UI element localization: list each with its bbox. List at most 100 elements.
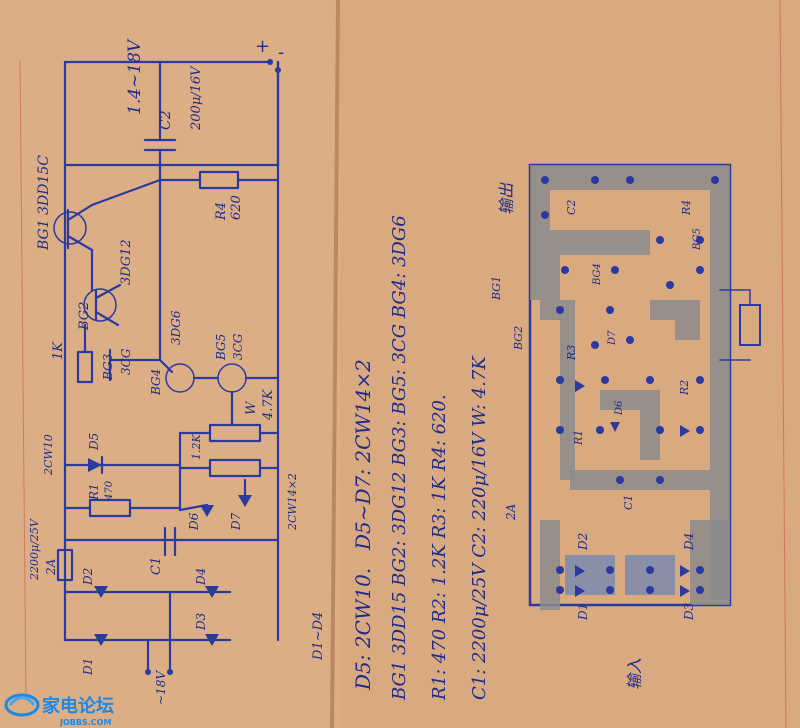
- trace-left: [540, 300, 575, 480]
- note-transistors: BG1 3DD15 BG2: 3DG12 BG3: BG5: 3CG BG4: …: [389, 215, 410, 701]
- r1-label: R1: [87, 483, 101, 501]
- bg2-type: 3DG12: [119, 239, 134, 285]
- r2-value: 1.2K: [190, 434, 203, 460]
- note-capacitors: C1: 2200μ/25V C2: 220μ/16V W: 4.7K: [469, 355, 490, 700]
- d3-diode: [205, 634, 219, 646]
- terminal-plus: [267, 59, 273, 65]
- r4-value: 620: [229, 195, 244, 220]
- terminal-ac-a: [145, 669, 151, 675]
- pcb-r3: R3: [565, 345, 578, 361]
- watermark-swoosh-icon: [8, 696, 36, 706]
- watermark: 家电论坛 JOBBS.COM: [4, 693, 114, 727]
- note-d5: D5: 2CW10.: [351, 568, 375, 691]
- c1-value: 2200μ/25V: [28, 518, 41, 581]
- pcb-diodes: [575, 380, 690, 597]
- pcb-bg5: BG5: [692, 228, 703, 251]
- d6-label: D6: [187, 512, 201, 531]
- bg1-label: BG1 3DD15C: [36, 155, 52, 251]
- d2-label: D2: [81, 568, 95, 586]
- watermark-url: JOBBS.COM: [59, 718, 111, 727]
- bg3-type: 3CG: [119, 348, 133, 375]
- bg2-collector: [94, 283, 122, 300]
- bg5-type: 3CG: [231, 333, 245, 360]
- r3-label: 1K: [51, 341, 66, 360]
- bg1-collector: [66, 203, 94, 222]
- pcb-pads: [541, 176, 719, 594]
- pcb-r4: R4: [680, 200, 693, 216]
- bg4-type: 3DG6: [169, 310, 183, 345]
- d1-label: D1: [81, 658, 95, 676]
- trace-mid: [600, 390, 660, 460]
- plus-sign: +: [255, 36, 270, 57]
- watermark-logo-icon: [4, 693, 40, 717]
- trace-fuse: [540, 520, 560, 610]
- bg2-transistor: [83, 288, 117, 322]
- bg1-emitter: [66, 234, 94, 252]
- wire-bg1-r4: [90, 178, 162, 207]
- bg4-label: BG4: [149, 369, 163, 396]
- pcb-r1: R1: [572, 430, 585, 446]
- d6-diode: [200, 505, 214, 517]
- r1-value: 470: [104, 480, 115, 501]
- pcb-labels: 输出 输入 BG1 BG2 BG4 BG5 R1 R2 R3 R4 C1 C2 …: [490, 182, 703, 690]
- pcb-d7: D7: [607, 330, 618, 346]
- pcb-d4: D4: [682, 533, 696, 551]
- d7-diode: [238, 495, 252, 507]
- w-label: W: [244, 400, 259, 415]
- d3-label: D3: [194, 612, 208, 631]
- d5-label: D5: [87, 433, 101, 451]
- pcb-d3: D3: [682, 602, 696, 621]
- schematic: [53, 59, 281, 675]
- component-notes: D5: 2CW10. D5~D7: 2CW14×2 BG1 3DD15 BG2:…: [351, 215, 490, 701]
- d4-diode: [205, 586, 219, 598]
- fuse-label: 2A: [44, 558, 58, 576]
- d1-diode: [94, 634, 108, 646]
- pcb-c2: C2: [565, 200, 578, 215]
- bg5-label: BG5: [214, 334, 228, 361]
- pcb-r2: R2: [678, 380, 691, 396]
- note-d6-d7: D5~D7: 2CW14×2: [351, 359, 375, 551]
- pcb-bg4: BG4: [592, 263, 603, 286]
- d2-diode: [94, 586, 108, 598]
- pcb-bg2: BG2: [512, 326, 525, 351]
- bg3-label: BG3: [101, 353, 115, 381]
- trace-bus: [570, 470, 710, 490]
- schematic-labels: + - 1.4~18V C2 200μ/16V BG1 3DD15C R4 62…: [28, 36, 326, 705]
- pcb-fuse: 2A: [504, 503, 518, 521]
- bg2-emitter: [94, 310, 120, 327]
- d67-type: 2CW14×2: [286, 473, 299, 531]
- ac-label: ~18V: [154, 670, 168, 705]
- pcb-d1: D1: [576, 603, 590, 621]
- d5-type: 2CW10: [42, 434, 55, 476]
- supply-label: 1.4~18V: [125, 38, 145, 115]
- c2-label: C2: [158, 110, 174, 130]
- pcb-layout: [528, 163, 761, 610]
- c1-label: C1: [149, 557, 164, 575]
- c2-value: 200μ/16V: [189, 65, 204, 131]
- d5-diode: [88, 458, 102, 472]
- page-fold: [330, 0, 340, 728]
- r4-label: R4: [214, 202, 229, 221]
- trace-upper: [530, 230, 650, 300]
- minus-sign: -: [278, 42, 284, 63]
- note-resistors: R1: 470 R2: 1.2K R3: 1K R4: 620.: [429, 394, 450, 701]
- pcb-output-label: 输出: [497, 182, 516, 215]
- terminal-ac-b: [167, 669, 173, 675]
- wire-d6: [178, 503, 209, 512]
- d-range-label: D1~D4: [311, 612, 326, 661]
- trace-right-low: [690, 520, 730, 605]
- pcb-input-label: 输入: [625, 658, 644, 690]
- pcb-d6: D6: [614, 400, 625, 416]
- trace-bg5: [650, 300, 700, 340]
- margin-line-right: [779, 0, 787, 728]
- bg2-label: BG2: [77, 302, 92, 331]
- bg4-lead: [158, 358, 174, 374]
- pcb-d2: D2: [576, 533, 590, 551]
- d4-label: D4: [194, 568, 208, 586]
- d7-label: D7: [229, 512, 243, 531]
- pcb-c1: C1: [622, 495, 635, 510]
- watermark-brand: 家电论坛: [42, 695, 114, 717]
- fuse: [56, 548, 74, 582]
